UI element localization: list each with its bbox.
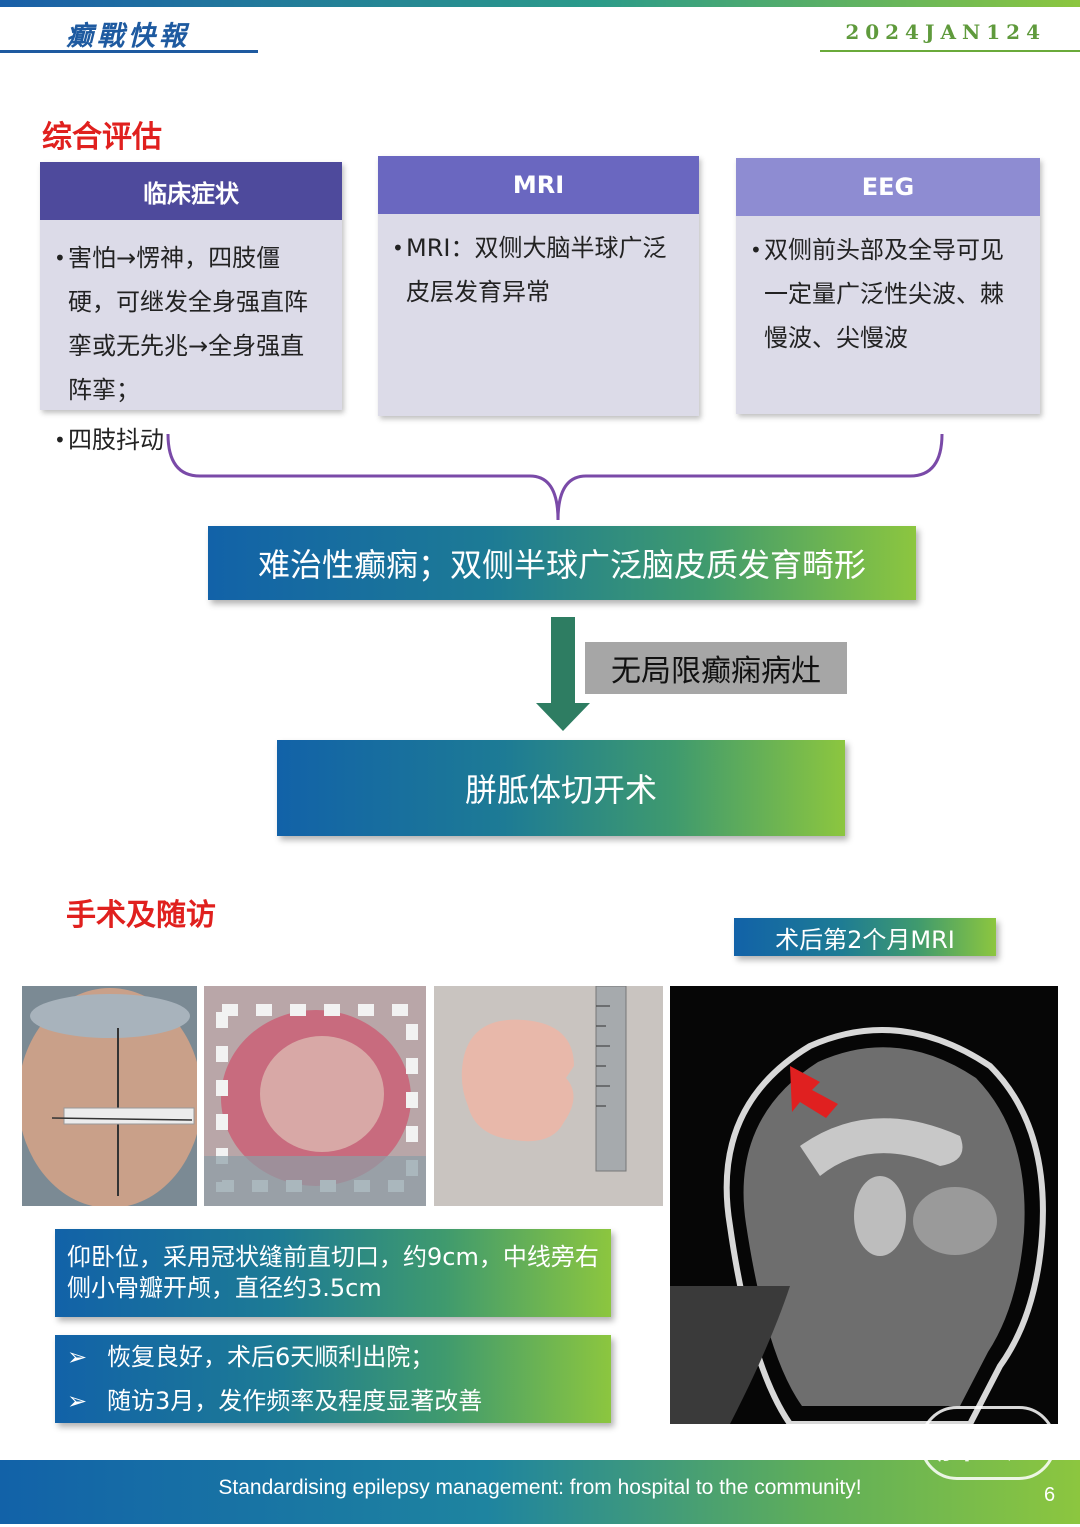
bone-flap-illustration [434, 986, 663, 1206]
brand-logo-text: 癫戰快報 [66, 21, 190, 52]
card-header-eeg: EEG [736, 158, 1040, 216]
arrow-bullet-icon: ➢ [67, 1387, 88, 1415]
down-arrow-icon [536, 617, 590, 731]
footer-bar [0, 1460, 1080, 1524]
header-stripe [0, 0, 1080, 7]
arrow-bullet-icon: ➢ [67, 1343, 88, 1371]
issue-date: 2024JAN124 [845, 20, 1046, 44]
followup-text: 随访3月，发作频率及程度显著改善 [107, 1387, 483, 1415]
card-header-clinical: 临床症状 [40, 162, 342, 220]
brand-underline [0, 50, 258, 53]
craniotomy-illustration [204, 986, 426, 1206]
mri-sagittal-image [670, 986, 1058, 1424]
treatment-box: 胼胝体切开术 [277, 740, 845, 836]
surgery-description: 仰卧位，采用冠状缝前直切口，约9cm，中线旁右侧小骨瓣开颅，直径约3.5cm [55, 1229, 611, 1317]
page-number: 6 [1044, 1484, 1056, 1506]
card-eeg: EEG 双侧前头部及全导可见一定量广泛性尖波、棘慢波、尖慢波 [736, 158, 1040, 414]
followup-box: ➢ 恢复良好，术后6天顺利出院； ➢ 随访3月，发作频率及程度显著改善 [55, 1335, 611, 1423]
card-clinical-symptoms: 临床症状 害怕→愣神，四肢僵硬，可继发全身强直阵挛或无先兆→全身强直阵挛； 四肢… [40, 162, 342, 462]
footer-slogan: Standardising epilepsy management: from … [218, 1476, 862, 1499]
clinical-item: 四肢抖动 [54, 418, 328, 462]
photo-craniotomy [204, 986, 426, 1206]
diagnosis-box: 难治性癫痫；双侧半球广泛脑皮质发育畸形 [208, 526, 916, 600]
followup-item: ➢ 恢复良好，术后6天顺利出院； [67, 1335, 434, 1379]
watermark-logo: 脑医汇 [920, 1406, 1056, 1480]
photo-head-marking [22, 986, 197, 1206]
followup-item: ➢ 随访3月，发作频率及程度显著改善 [67, 1379, 482, 1423]
section-title-assessment: 综合评估 [42, 120, 162, 155]
clinical-item: 害怕→愣神，四肢僵硬，可继发全身强直阵挛或无先兆→全身强直阵挛； [54, 236, 328, 412]
grouping-brace [166, 433, 944, 521]
card-header-mri: MRI [378, 156, 699, 214]
mri-label: 术后第2个月MRI [734, 918, 996, 956]
eeg-item: 双侧前头部及全导可见一定量广泛性尖波、棘慢波、尖慢波 [750, 228, 1026, 360]
section-title-surgery: 手术及随访 [66, 898, 216, 933]
date-underline [820, 50, 1080, 52]
mri-item: MRI：双侧大脑半球广泛皮层发育异常 [392, 226, 685, 314]
followup-text: 恢复良好，术后6天顺利出院； [107, 1343, 435, 1371]
photo-bone-flap [434, 986, 663, 1206]
mri-illustration [670, 986, 1058, 1424]
head-marking-illustration [22, 986, 197, 1206]
no-focal-lesion-note: 无局限癫痫病灶 [585, 642, 847, 694]
card-mri: MRI MRI：双侧大脑半球广泛皮层发育异常 [378, 156, 699, 416]
